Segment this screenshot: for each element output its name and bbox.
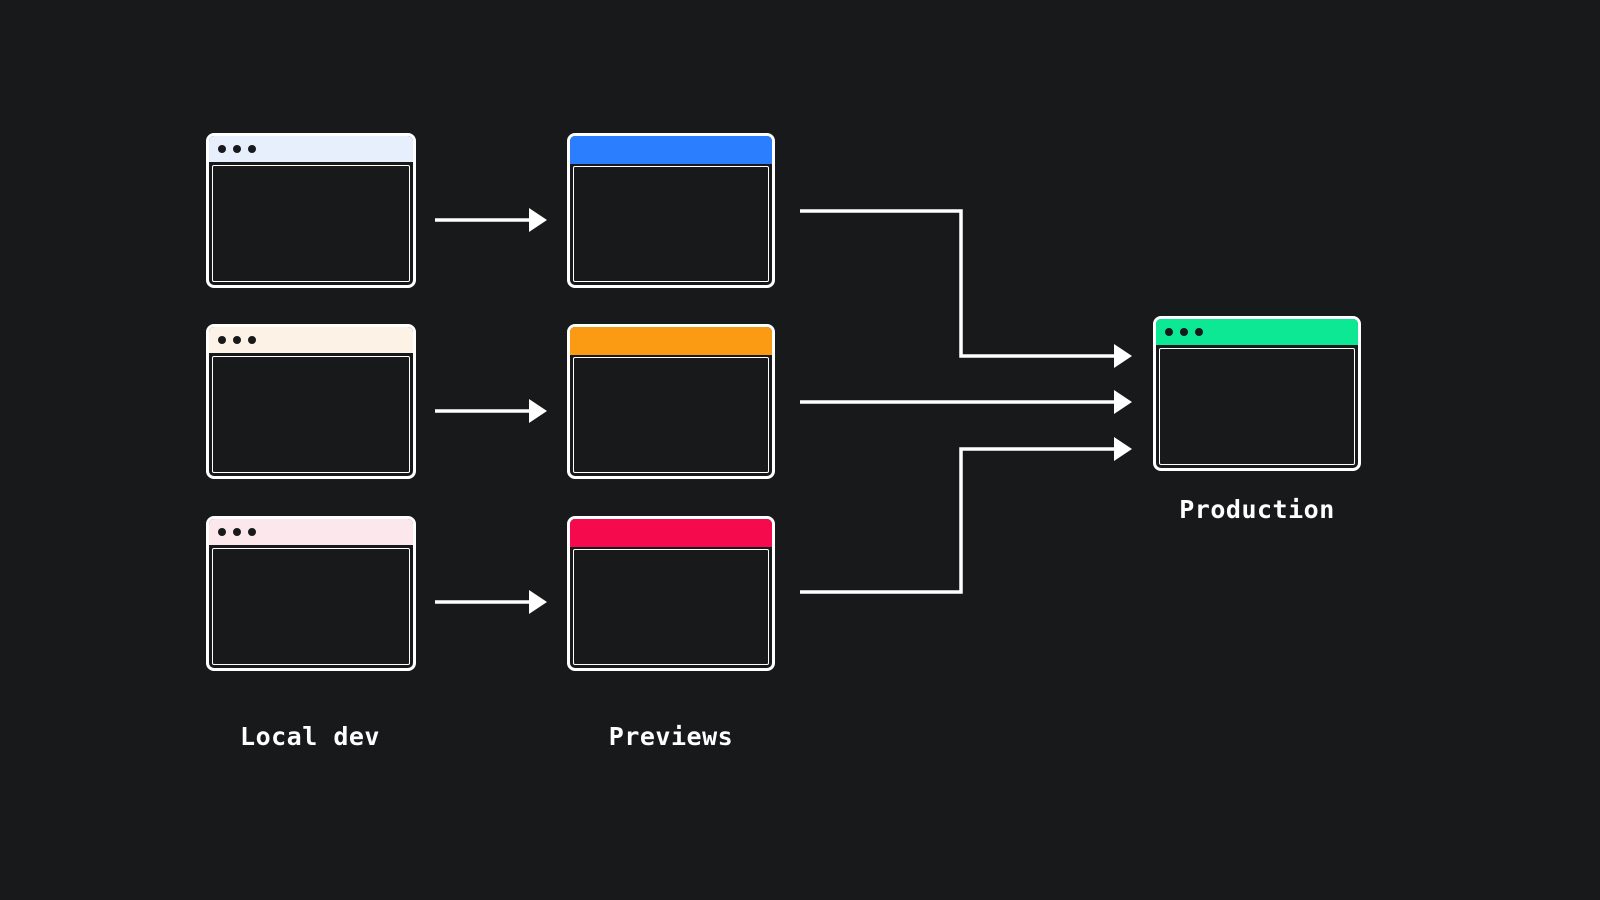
local-dev-window-3-viewport	[212, 548, 410, 665]
window-dot-icon	[218, 528, 226, 536]
local-dev-window-2[interactable]	[206, 324, 416, 479]
arrow-local2-to-preview2	[435, 399, 547, 423]
arrowhead-icon	[529, 208, 547, 232]
arrowhead-icon	[529, 590, 547, 614]
local-dev-window-3-titlebar	[209, 519, 413, 545]
preview-window-blue-viewport	[573, 166, 769, 282]
column-label-previews: Previews	[608, 722, 734, 751]
preview-window-orange-titlebar	[570, 327, 772, 355]
window-dot-icon	[248, 336, 256, 344]
arrowhead-icon	[1114, 390, 1132, 414]
local-dev-window-1-titlebar	[209, 136, 413, 162]
column-label-local: Local dev	[240, 722, 380, 751]
arrowhead-icon	[1114, 344, 1132, 368]
window-dot-icon	[248, 145, 256, 153]
local-dev-window-3[interactable]	[206, 516, 416, 671]
arrowhead-icon	[529, 399, 547, 423]
arrow-preview2-to-production	[800, 390, 1132, 414]
window-dot-icon	[233, 145, 241, 153]
window-dot-icon	[1165, 328, 1173, 336]
production-window-titlebar	[1156, 319, 1358, 345]
production-window[interactable]	[1153, 316, 1361, 471]
preview-window-orange-viewport	[573, 357, 769, 473]
preview-window-blue[interactable]	[567, 133, 775, 288]
window-dot-icon	[1180, 328, 1188, 336]
window-dot-icon	[218, 145, 226, 153]
preview-window-red-viewport	[573, 549, 769, 665]
preview-window-red[interactable]	[567, 516, 775, 671]
window-dot-icon	[248, 528, 256, 536]
local-dev-window-1-viewport	[212, 165, 410, 282]
preview-window-blue-titlebar	[570, 136, 772, 164]
local-dev-window-1[interactable]	[206, 133, 416, 288]
local-dev-window-2-viewport	[212, 356, 410, 473]
production-window-viewport	[1159, 348, 1355, 465]
column-label-production: Production	[1179, 495, 1335, 524]
arrow-local1-to-preview1	[435, 208, 547, 232]
arrow-local3-to-preview3	[435, 590, 547, 614]
arrow-preview1-to-production	[800, 209, 1132, 368]
arrow-preview3-to-production	[800, 437, 1132, 594]
window-dot-icon	[233, 528, 241, 536]
window-dot-icon	[233, 336, 241, 344]
window-dot-icon	[218, 336, 226, 344]
preview-window-orange[interactable]	[567, 324, 775, 479]
window-dot-icon	[1195, 328, 1203, 336]
local-dev-window-2-titlebar	[209, 327, 413, 353]
arrowhead-icon	[1114, 437, 1132, 461]
preview-window-red-titlebar	[570, 519, 772, 547]
